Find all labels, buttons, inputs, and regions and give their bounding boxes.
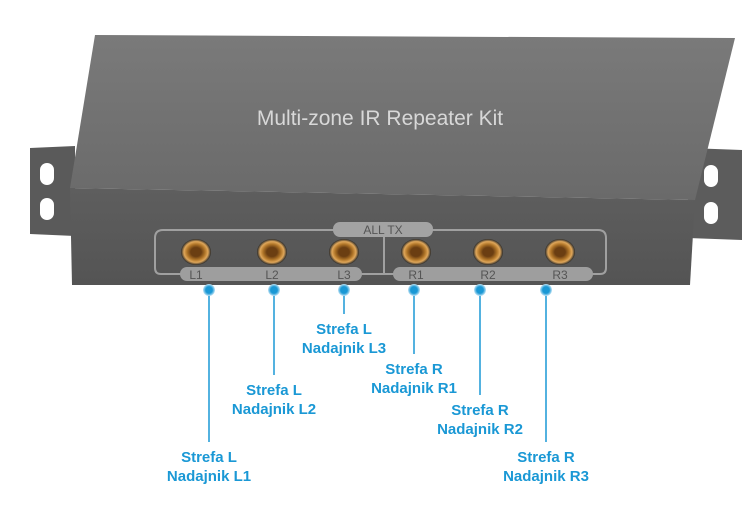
callout-dot — [474, 284, 486, 296]
all-tx-badge — [333, 222, 433, 237]
callout-label-l1: Strefa L Nadajnik L1 — [129, 448, 289, 486]
device-title: Multi-zone IR Repeater Kit — [257, 107, 503, 130]
callout-dot — [338, 284, 350, 296]
zone-text: Strefa L — [181, 449, 237, 466]
zone-text: Strefa R — [385, 361, 443, 378]
port-label: R3 — [552, 268, 568, 282]
ir-port-r2 — [473, 239, 503, 265]
transmitter-text: Nadajnik L3 — [301, 340, 387, 357]
ir-port-r1 — [401, 239, 431, 265]
port-label: R1 — [408, 268, 424, 282]
ir-port-l1 — [181, 239, 211, 265]
zone-text: Strefa L — [246, 382, 302, 399]
ir-port-l3 — [329, 239, 359, 265]
left-mounting-ear — [30, 146, 75, 236]
callout-dot — [408, 284, 420, 296]
callout-label-l2: Strefa L Nadajnik L2 — [194, 381, 354, 419]
callout-dot — [268, 284, 280, 296]
callout-label-r2: Strefa R Nadajnik R2 — [400, 401, 560, 439]
transmitter-text: Nadajnik R2 — [437, 421, 523, 438]
zone-text: Strefa R — [517, 449, 575, 466]
callout-dot — [203, 284, 215, 296]
port-label: L2 — [265, 268, 279, 282]
port-label: R2 — [480, 268, 496, 282]
callout-dot — [540, 284, 552, 296]
port-label: L3 — [337, 268, 351, 282]
transmitter-text: Nadajnik L1 — [166, 468, 252, 485]
port-label: L1 — [189, 268, 203, 282]
callout-label-r3: Strefa R Nadajnik R3 — [466, 448, 626, 486]
device-top-face — [70, 35, 735, 200]
ir-port-l2 — [257, 239, 287, 265]
all-tx-label: ALL TX — [363, 223, 402, 237]
port-group-outline — [154, 229, 607, 275]
transmitter-text: Nadajnik R3 — [503, 468, 589, 485]
zone-text: Strefa R — [451, 402, 509, 419]
transmitter-text: Nadajnik L2 — [231, 401, 317, 418]
callout-label-l3: Strefa L Nadajnik L3 — [264, 320, 424, 358]
ir-port-r3 — [545, 239, 575, 265]
zone-text: Strefa L — [316, 321, 372, 338]
transmitter-text: Nadajnik R1 — [371, 380, 457, 397]
callout-label-r1: Strefa R Nadajnik R1 — [334, 360, 494, 398]
